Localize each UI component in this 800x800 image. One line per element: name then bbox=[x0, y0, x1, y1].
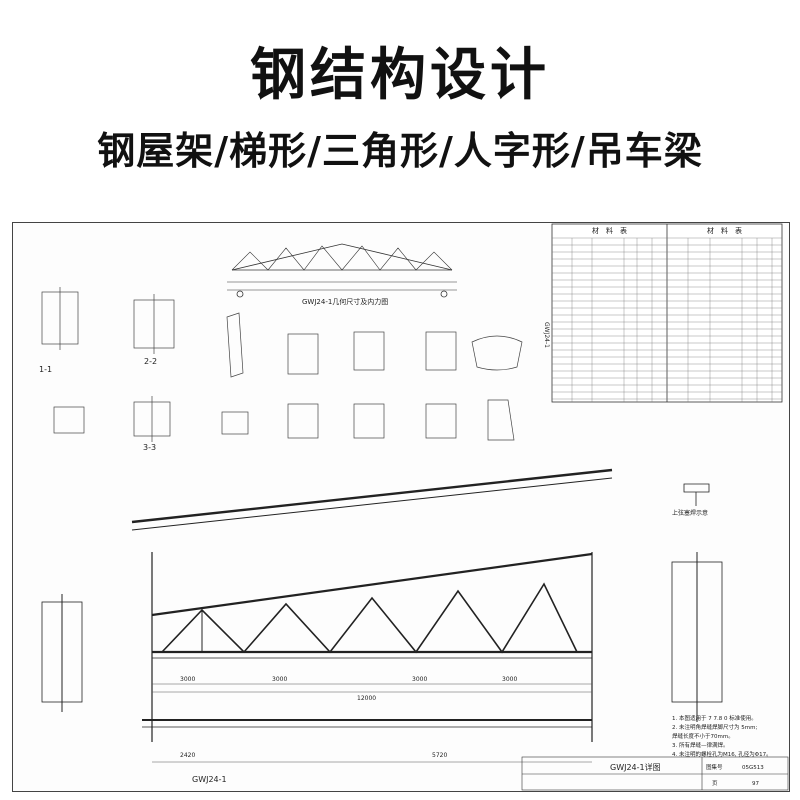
section-label-3-3: 3-3 bbox=[143, 443, 156, 452]
geometry-caption: GWJ24-1几何尺寸及内力图 bbox=[302, 297, 388, 306]
material-table-title-right: 材 料 表 bbox=[707, 226, 742, 235]
geometry-diagram bbox=[227, 243, 457, 298]
detail-label: GWJ24-1详图 bbox=[610, 762, 661, 772]
title-block bbox=[521, 756, 789, 791]
strip-dim-1: 2420 bbox=[180, 752, 195, 759]
svg-text:3. 所有焊缝—律满焊。: 3. 所有焊缝—律满焊。 bbox=[672, 741, 729, 749]
page-subtitle: 钢屋架/梯形/三角形/人字形/吊车梁 bbox=[97, 129, 703, 173]
section-details bbox=[41, 287, 523, 442]
page-label: 页 bbox=[712, 780, 718, 787]
section-label-1-1: 1-1 bbox=[39, 365, 52, 374]
dimension-lines bbox=[152, 683, 592, 763]
table-side-label: GWJ24-1 bbox=[543, 322, 550, 348]
page-number: 97 bbox=[752, 781, 759, 787]
material-table bbox=[551, 223, 783, 403]
span-dim-3: 3000 bbox=[412, 676, 427, 683]
material-table-title-left: 材 料 表 bbox=[592, 226, 627, 235]
span-dim-2: 3000 bbox=[272, 676, 287, 683]
strip-dim-2: 5720 bbox=[432, 752, 447, 759]
truss-drawing-sheet: GWJ24-1几何尺寸及内力图 材 料 表 材 料 表 GWJ24-1 1-1 … bbox=[12, 222, 790, 792]
svg-text:焊缝长度不小于70mm。: 焊缝长度不小于70mm。 bbox=[672, 732, 734, 740]
svg-text:1. 本图适用于 7 7.8 0 标准使用。: 1. 本图适用于 7 7.8 0 标准使用。 bbox=[672, 714, 757, 722]
seal-label: 上弦塞焊示意 bbox=[672, 509, 708, 517]
svg-text:4. 未注明的螺栓孔为M16, 孔径为Φ17。: 4. 未注明的螺栓孔为M16, 孔径为Φ17。 bbox=[672, 750, 772, 758]
span-dim-4: 3000 bbox=[502, 676, 517, 683]
truss-elevation bbox=[41, 468, 723, 742]
page-title: 钢结构设计 bbox=[250, 43, 550, 108]
section-label-2-2: 2-2 bbox=[144, 357, 157, 366]
drawing-no-label: 图集号 bbox=[706, 763, 723, 771]
span-dim-1: 3000 bbox=[180, 676, 195, 683]
svg-text:2. 未注明角焊缝焊脚尺寸为 5mm;: 2. 未注明角焊缝焊脚尺寸为 5mm; bbox=[672, 723, 757, 731]
span-dim-total: 12000 bbox=[357, 695, 376, 702]
elevation-label: GWJ24-1 bbox=[192, 775, 227, 784]
drawing-no: 05G513 bbox=[742, 765, 764, 771]
notes-block: 1. 本图适用于 7 7.8 0 标准使用。 2. 未注明角焊缝焊脚尺寸为 5m… bbox=[672, 714, 772, 758]
